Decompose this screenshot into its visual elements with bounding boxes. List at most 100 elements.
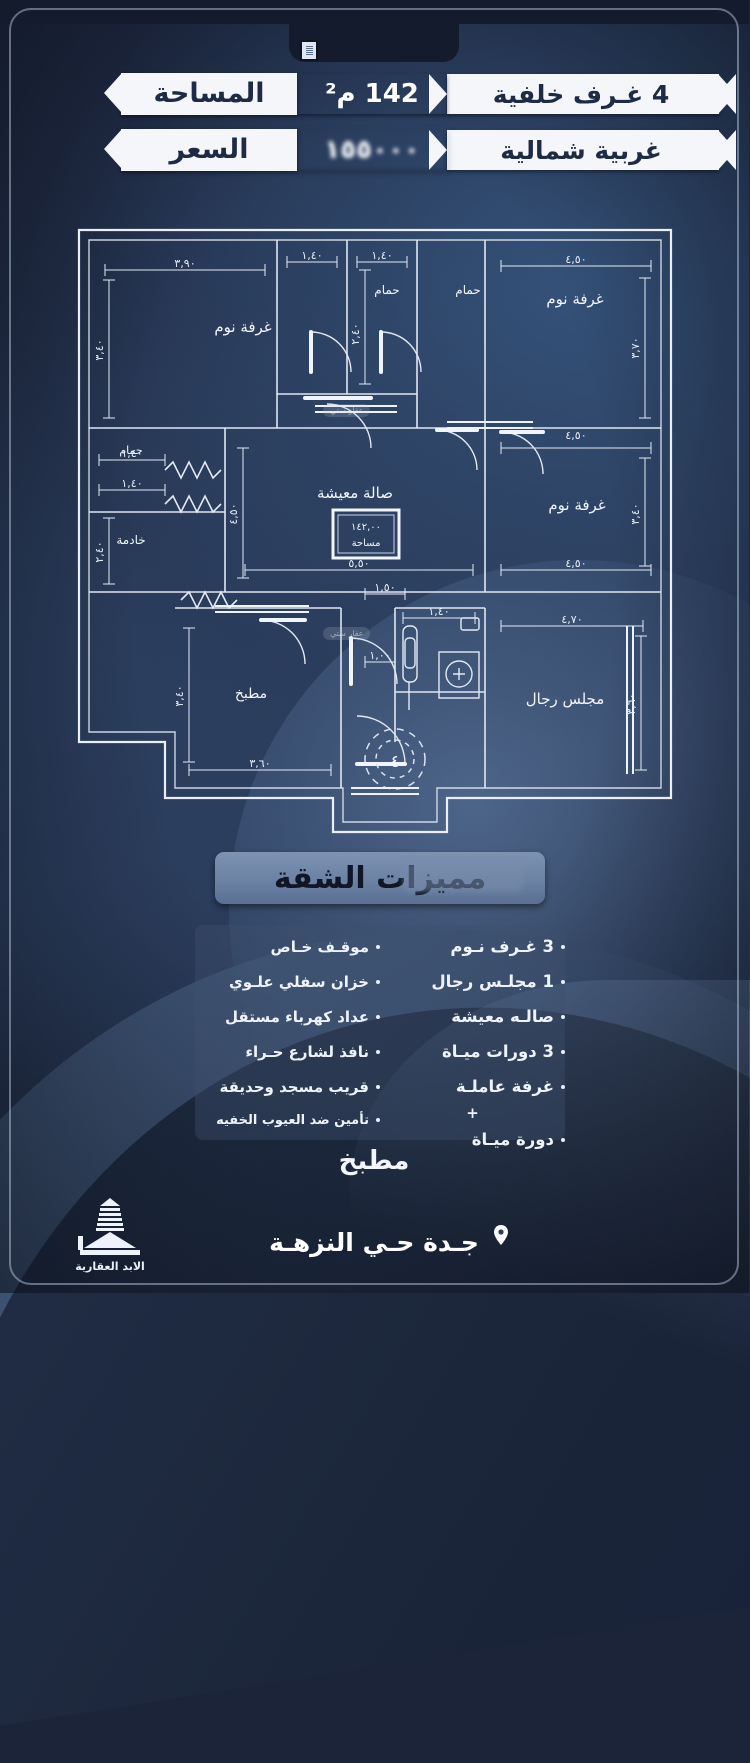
features-panel xyxy=(196,925,566,1140)
header-row-area: 4 غـرف خلفية 142 م² المساحة xyxy=(105,73,737,115)
feature-item: 1 مجلـس رجال xyxy=(381,965,566,998)
price-label: السعر xyxy=(105,129,298,171)
bullet-icon xyxy=(562,1084,566,1089)
room-label: مطبخ xyxy=(236,686,268,702)
dimension-text: ٤,٥٠ xyxy=(566,557,587,570)
feature-label: عداد كهرباء مستقل xyxy=(226,1007,370,1026)
price-value: ١٥٥٠٠٠ xyxy=(298,130,448,170)
dimension-text: ١,٥٠ xyxy=(375,581,396,594)
dimension-text: ٤,٥٠ xyxy=(566,253,587,266)
feature-label: غرفة عاملـة xyxy=(456,1077,555,1096)
features-column-right: 3 غـرف نـوم 1 مجلـس رجال صالـه معيشة 3 د… xyxy=(381,930,566,1156)
bullet-icon xyxy=(377,944,381,949)
feature-item: موقـف خـاص xyxy=(196,930,381,963)
orientation-tag-label: غربية شمالية xyxy=(501,135,663,165)
features-column-left: موقـف خـاص خزان سفلي علـوي عداد كهرباء م… xyxy=(196,930,381,1156)
feature-label: قريب مسجد وحديقة xyxy=(220,1077,370,1096)
feature-item: 3 غـرف نـوم xyxy=(381,930,566,963)
area-stamp-label: مساحة xyxy=(353,538,382,549)
area-value: 142 م² xyxy=(298,74,448,114)
dimension-text: ١,٤٠ xyxy=(122,447,143,460)
dimension-text: ٣,٤٠ xyxy=(94,339,107,360)
feature-label: 3 دورات ميـاة xyxy=(443,1042,555,1061)
room-label: مجلس رجال xyxy=(527,690,606,708)
header-ribbons: 4 غـرف خلفية 142 م² المساحة غربية شمالية… xyxy=(30,73,737,190)
floor-plan: غرفة نوم حمام حمام غرفة نوم حمام خادمة ص… xyxy=(66,222,686,840)
feature-item: صالـه معيشة xyxy=(381,1000,566,1033)
location-text: جـدة حـي النزهـة xyxy=(0,1228,750,1257)
dimension-text: ٣,٧٠ xyxy=(630,337,643,358)
dimension-text: ١,٤٠ xyxy=(302,249,323,262)
bullet-icon xyxy=(377,979,381,984)
header-row-price: غربية شمالية ١٥٥٠٠٠ السعر xyxy=(105,129,737,171)
dimension-text: ٣,٦٠ xyxy=(250,757,271,770)
banner-smudge xyxy=(404,862,524,892)
dimension-text: ١,٤٠ xyxy=(372,249,393,262)
feature-item: غرفة عاملـة xyxy=(381,1070,566,1103)
feature-label: 1 مجلـس رجال xyxy=(432,972,555,991)
dimension-text: ٣,٤٠ xyxy=(630,503,643,524)
feature-label: خزان سفلي علـوي xyxy=(229,972,370,991)
map-pin-icon xyxy=(495,1225,509,1245)
document-icon xyxy=(301,40,319,61)
kitchen-label: مطبخ xyxy=(339,1146,411,1176)
room-label: حمام xyxy=(375,283,400,297)
dimension-text: ١,٤٠ xyxy=(122,477,143,490)
area-stamp-value: ١٤٢,٠٠ xyxy=(352,522,382,533)
feature-label: 3 غـرف نـوم xyxy=(451,937,555,956)
dimension-text: ١,٠٠ xyxy=(370,649,391,662)
stair-label: ٤ xyxy=(391,752,400,772)
bullet-icon xyxy=(562,979,566,984)
feature-item: 3 دورات ميـاة xyxy=(381,1035,566,1068)
background-vignette xyxy=(0,0,750,1293)
room-label: غرفة نوم xyxy=(549,496,606,514)
company-name: الابد العقارية xyxy=(76,1260,146,1273)
features-title-banner: مميزات الشقة xyxy=(216,852,546,904)
dimension-text: ٤,٥٠ xyxy=(566,429,587,442)
room-label: غرفة نوم xyxy=(215,318,272,336)
dimension-text: ٤,٧٠ xyxy=(562,613,583,626)
bullet-icon xyxy=(377,1049,381,1054)
feature-item: نافذ لشارع حـراء xyxy=(196,1035,381,1068)
feature-item: عداد كهرباء مستقل xyxy=(196,1000,381,1033)
building-logo-icon xyxy=(79,1198,141,1255)
bullet-icon xyxy=(562,1049,566,1054)
room-label: حمام xyxy=(456,283,481,297)
rooms-tag: 4 غـرف خلفية xyxy=(430,74,737,114)
company-logo: الابد العقارية xyxy=(46,1196,176,1278)
room-label: حمام xyxy=(120,444,143,457)
dimension-text: ٣,٤٠ xyxy=(174,685,187,706)
feature-item: خزان سفلي علـوي xyxy=(196,965,381,998)
dimension-text: ٢,٤٠ xyxy=(350,323,363,344)
feature-label: نافذ لشارع حـراء xyxy=(246,1042,370,1061)
kitchen-feature-line: مطبخ xyxy=(0,1146,750,1176)
feature-label: دورة ميـاة xyxy=(472,1130,555,1149)
room-label: غرفة نوم xyxy=(547,290,604,308)
dimension-text: ٣,٩٠ xyxy=(175,257,196,270)
bullet-icon xyxy=(377,1118,381,1122)
room-label: صالة معيشة xyxy=(318,484,394,502)
room-label: خادمة xyxy=(117,533,146,547)
feature-item: تأمين ضد العيوب الخفيه xyxy=(196,1105,381,1135)
feature-label: موقـف خـاص xyxy=(271,937,370,956)
feature-label: صالـه معيشة xyxy=(452,1007,555,1026)
rooms-tag-label: 4 غـرف خلفية xyxy=(493,79,671,109)
bullet-icon xyxy=(562,1137,566,1142)
features-columns: 3 غـرف نـوم 1 مجلـس رجال صالـه معيشة 3 د… xyxy=(196,930,566,1156)
watermark: عقار ستي xyxy=(324,627,372,640)
bullet-icon xyxy=(377,1084,381,1089)
dimension-text: ١,٤٠ xyxy=(429,605,450,618)
bullet-icon xyxy=(562,944,566,949)
dimension-text: ٤,٥٠ xyxy=(228,503,241,524)
floor-plan-drawing: غرفة نوم حمام حمام غرفة نوم حمام خادمة ص… xyxy=(78,228,674,834)
feature-plus-separator: + xyxy=(381,1104,566,1122)
feature-label: تأمين ضد العيوب الخفيه xyxy=(217,1112,370,1128)
bullet-icon xyxy=(377,1014,381,1019)
plus-label: + xyxy=(467,1104,480,1122)
area-label: المساحة xyxy=(105,73,298,115)
watermark: عقار ستي xyxy=(324,404,372,417)
orientation-tag: غربية شمالية xyxy=(430,130,737,170)
location-label: جـدة حـي النزهـة xyxy=(270,1228,480,1257)
dimension-text: ٣,٦٠ xyxy=(626,693,639,714)
dimension-text: ٢,٤٠ xyxy=(94,541,107,562)
